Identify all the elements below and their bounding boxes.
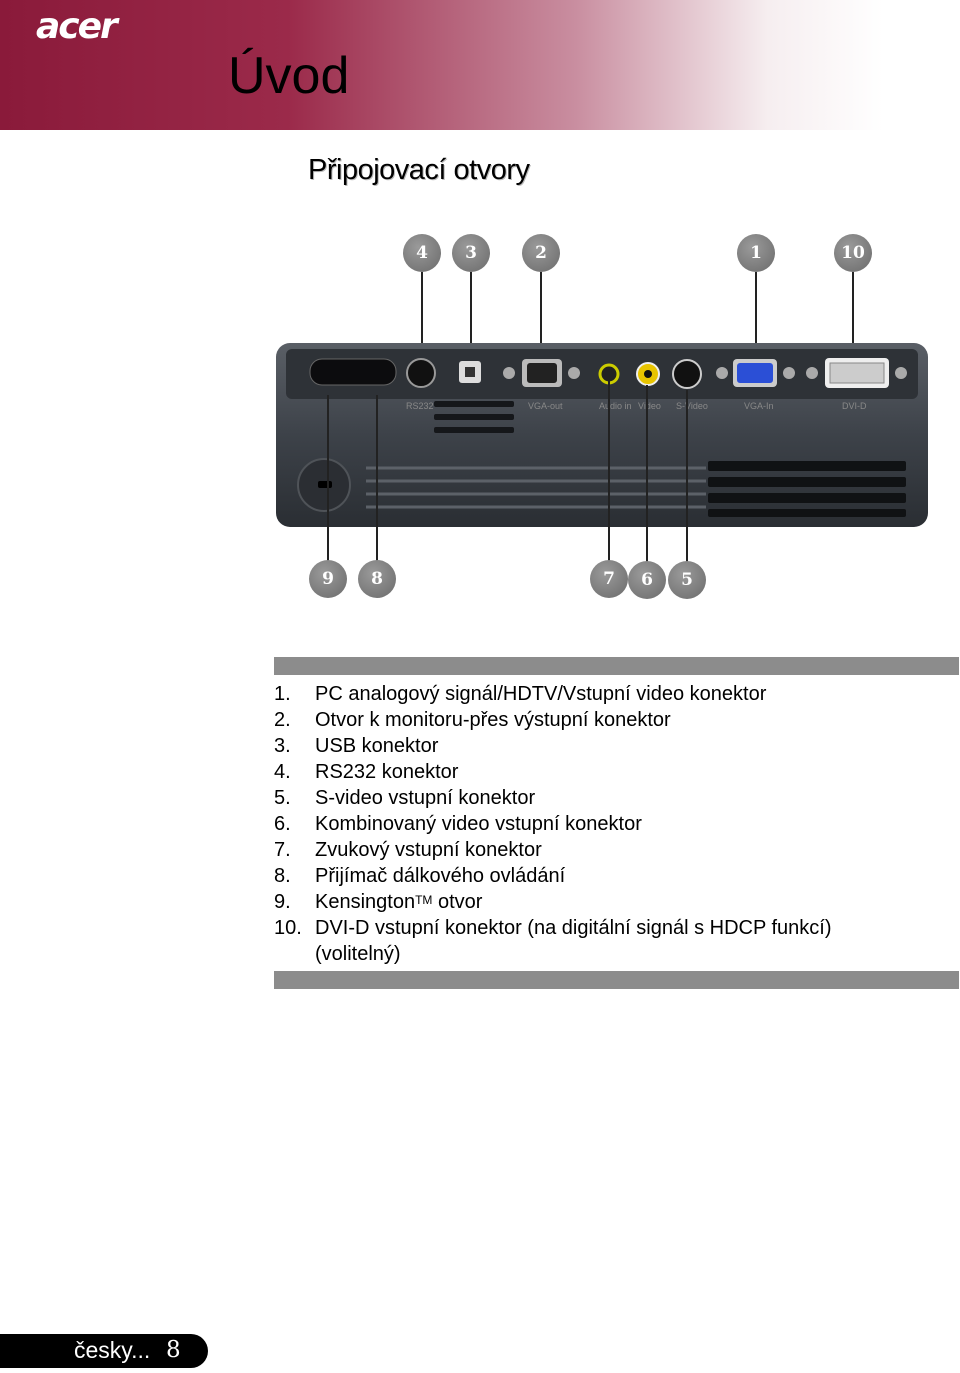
callout-9: 9 [309, 560, 347, 598]
s-video-port [672, 359, 702, 389]
list-item: 6.Kombinovaný video vstupní konektor [274, 813, 642, 835]
list-item: 1.PC analogový signál/HDTV/Vstupní video… [274, 683, 767, 705]
label-rs232: RS232 [406, 401, 434, 411]
bottom-divider-bar [274, 971, 959, 989]
label-s-video: S-Video [676, 401, 708, 411]
list-item: 3.USB konektor [274, 735, 439, 757]
callout-1: 1 [737, 234, 775, 272]
leader-line-9 [327, 395, 329, 570]
leader-line-4 [421, 272, 423, 358]
page-title: Úvod [228, 47, 350, 105]
leader-line-10 [852, 272, 854, 358]
callout-5: 5 [668, 561, 706, 599]
acer-logo: acer [36, 6, 118, 47]
callout-4: 4 [403, 234, 441, 272]
callout-3: 3 [452, 234, 490, 272]
callout-6: 6 [628, 561, 666, 599]
section-title: Připojovací otvory [308, 154, 530, 186]
vga-out-port [527, 363, 557, 383]
vga-in-port [737, 363, 773, 383]
list-item: 8.Přijímač dálkového ovládání [274, 865, 566, 887]
callout-2: 2 [522, 234, 560, 272]
right-vent-grille [708, 461, 906, 517]
callout-10: 10 [834, 234, 872, 272]
leader-line-2 [540, 272, 542, 358]
list-item: 5.S-video vstupní konektor [274, 787, 536, 809]
callout-7: 7 [590, 560, 628, 598]
callout-8: 8 [358, 560, 396, 598]
projector-rear-panel: RS232 VGA-out Audio in Video S-Video VGA… [276, 343, 928, 527]
label-audio-in: Audio in [599, 401, 632, 411]
leader-line-7 [608, 380, 610, 570]
top-divider-bar [274, 657, 959, 675]
leader-line-1 [755, 272, 757, 358]
label-vga-out: VGA-out [528, 401, 563, 411]
list-item: 10.DVI-D vstupní konektor (na digitální … [274, 917, 832, 965]
label-vga-in: VGA-In [744, 401, 774, 411]
label-dvi-d: DVI-D [842, 401, 867, 411]
list-item: 7.Zvukový vstupní konektor [274, 839, 542, 861]
list-item: 9.KensingtonTM otvor [274, 891, 483, 913]
leader-line-6 [646, 385, 648, 570]
leader-line-3 [470, 272, 472, 358]
leader-line-8 [376, 395, 378, 570]
list-item: 2.Otvor k monitoru-přes výstupní konekto… [274, 709, 671, 731]
connector-list: 1.PC analogový signál/HDTV/Vstupní video… [274, 681, 914, 967]
footer-language: česky... [74, 1337, 151, 1363]
label-video: Video [638, 401, 661, 411]
leader-line-5 [686, 390, 688, 570]
rs232-port [406, 358, 436, 388]
lower-stripes [366, 466, 706, 509]
ir-receiver-window [309, 358, 397, 386]
trademark-superscript: TM [415, 893, 433, 907]
upper-vent-grille [434, 401, 514, 433]
page-number: 8 [166, 1337, 181, 1363]
list-item: 4.RS232 konektor [274, 761, 459, 783]
header-banner: acer Úvod [0, 0, 960, 130]
page-footer: česky... 8 [0, 1334, 208, 1368]
